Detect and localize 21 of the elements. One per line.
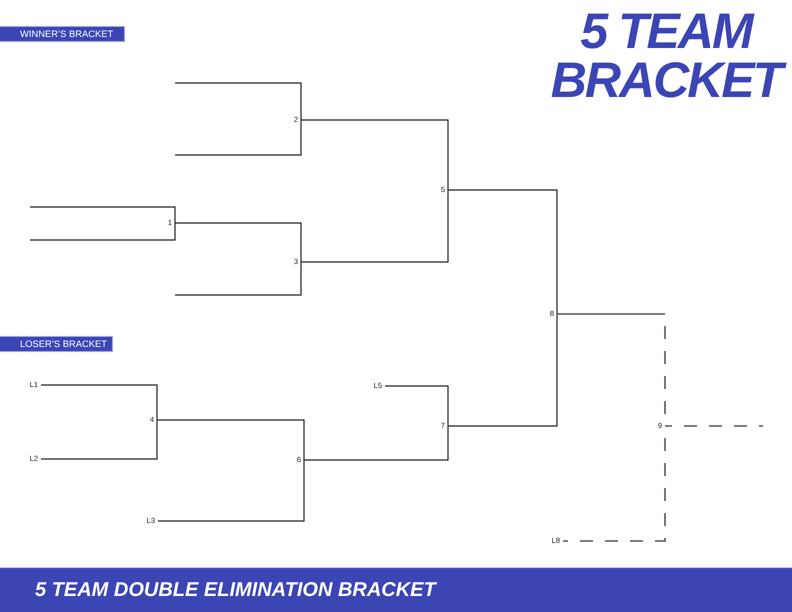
bracket-line [665,425,764,427]
bracket-line [41,420,158,460]
bracket-line [448,189,558,314]
bracket-line [385,385,449,426]
bracket-line [175,120,302,156]
bracket-line [301,119,449,190]
bracket-line [157,419,305,460]
bracket-line [301,190,449,263]
section-banner: LOSER’S BRACKET [0,336,113,352]
footer-caption: 5 TEAM DOUBLE ELIMINATION BRACKET [35,578,436,602]
bracket-line [158,460,305,522]
bracket-line [175,222,302,262]
bracket-line [175,82,302,120]
bracket-line [304,426,449,461]
bracket-line [448,314,558,427]
bracket-line [30,206,176,223]
bracket-line [30,223,176,241]
bracket-line [175,262,302,296]
page-title: 5 TEAM BRACKET [542,7,790,105]
bracket-line [41,384,158,420]
section-banner: WINNER’S BRACKET [0,26,125,42]
